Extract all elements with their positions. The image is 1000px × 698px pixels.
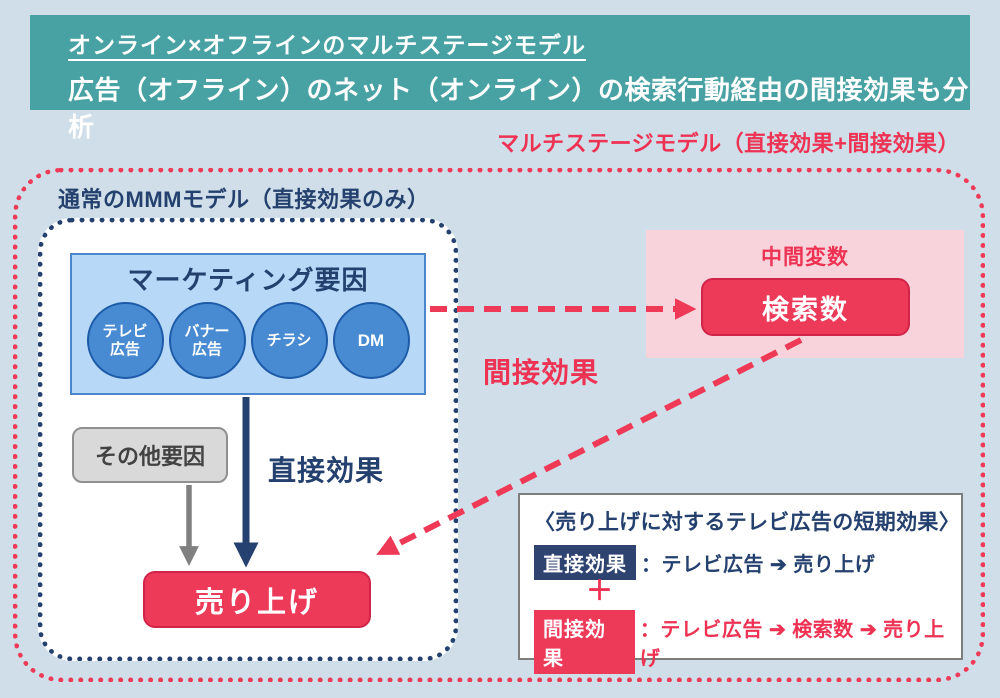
header-banner: オンライン×オフラインのマルチステージモデル 広告（オフライン）のネット（オンラ… — [30, 15, 970, 142]
summary-indirect-row: 間接効果 ：テレビ広告 ➔ 検索数 ➔ 売り上げ — [534, 610, 961, 674]
channel-label: テレビ — [102, 323, 148, 341]
search-count-label: 検索数 — [762, 294, 849, 325]
indirect-effect-badge: 間接効果 — [534, 610, 635, 674]
channel-circle-tv: テレビ 広告 — [86, 302, 164, 379]
channel-label: 広告 — [109, 340, 140, 358]
plus-sign: ＋ — [586, 576, 613, 606]
channel-circle-banner: バナー 広告 — [168, 302, 246, 379]
direct-effect-path: ：テレビ広告 ➔ 売り上げ — [641, 554, 876, 576]
channel-circle-flyer: チラシ — [250, 302, 328, 379]
multistage-model-label: マルチステージモデル（直接効果+間接効果） — [497, 131, 960, 156]
sales-box: 売り上げ — [143, 571, 371, 628]
header-subtitle: 広告（オフライン）のネット（オンライン）の検索行動経由の間接効果も分析 — [68, 75, 970, 142]
other-factors-box: その他要因 — [72, 427, 228, 483]
channel-label: チラシ — [266, 331, 312, 349]
marketing-factors-box: マーケティング要因 テレビ 広告 バナー 広告 チラシ DM — [70, 253, 426, 395]
marketing-factors-title: マーケティング要因 — [127, 265, 369, 295]
channel-label: DM — [357, 330, 385, 350]
indirect-effect-label: 間接効果 — [483, 357, 600, 388]
channel-circle-dm: DM — [332, 302, 410, 379]
summary-box: 〈売り上げに対するテレビ広告の短期効果〉 直接効果 ：テレビ広告 ➔ 売り上げ … — [518, 493, 963, 674]
header-title: オンライン×オフラインのマルチステージモデル — [68, 32, 586, 58]
indirect-effect-path: ：テレビ広告 ➔ 検索数 ➔ 売り上げ — [639, 619, 945, 670]
channel-label: 広告 — [191, 340, 222, 358]
direct-effect-label: 直接効果 — [268, 455, 385, 486]
multistage-dotted-border — [13, 168, 985, 682]
sales-label: 売り上げ — [194, 586, 319, 619]
search-count-box: 検索数 — [701, 278, 910, 336]
direct-effect-badge: 直接効果 — [534, 545, 636, 580]
summary-title: 〈売り上げに対するテレビ広告の短期効果〉 — [534, 511, 960, 534]
mmm-model-label: 通常のMMMモデル（直接効果のみ） — [58, 187, 430, 212]
summary-direct-row: 直接効果 ：テレビ広告 ➔ 売り上げ — [534, 545, 961, 580]
intermediate-variable-title: 中間変数 — [761, 246, 849, 269]
other-factors-label: その他要因 — [94, 444, 205, 469]
channel-circles: テレビ 広告 バナー 広告 チラシ DM — [72, 302, 424, 379]
channel-label: バナー — [184, 323, 230, 341]
